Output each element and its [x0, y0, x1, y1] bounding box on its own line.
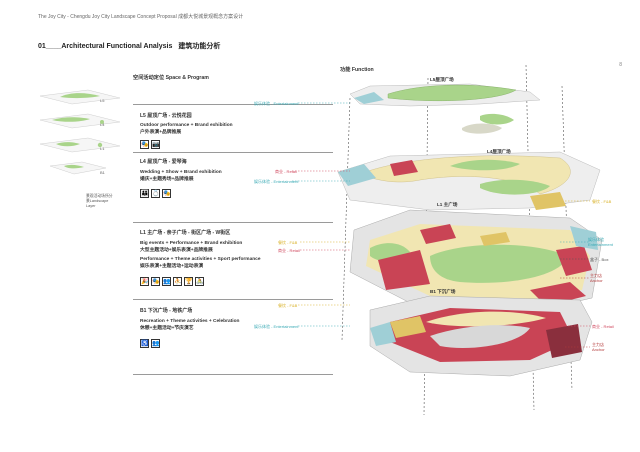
divider	[133, 222, 333, 223]
mini-level-l1	[39, 137, 121, 153]
label-b1-anchor: 主力店 Anchor	[592, 342, 605, 352]
level-title: L5 屋顶广场 - 云悦花园	[140, 113, 192, 119]
crowd-icon: 👥	[151, 339, 160, 348]
crowd-icon: 👥	[162, 277, 171, 286]
level-block-l1: L1 主广场 - 亲子广场 - 街区广场 - W街区 Big events + …	[140, 229, 261, 286]
level-line: Performance + Theme activities + Sport p…	[140, 257, 261, 262]
level-block-l5: L5 屋顶广场 - 云悦花园 Outdoor performance + Bra…	[140, 112, 233, 149]
label-l4-entertainment: 娱乐体验 - Entertainment	[254, 179, 299, 184]
performance-icon: 🎭	[151, 277, 160, 286]
mini-label-l1: L1	[100, 146, 105, 151]
label-l4-retail: 商业 - Retail	[275, 169, 297, 174]
page-number: 8	[619, 62, 622, 68]
level-line: 户外表演+品牌推展	[140, 129, 182, 135]
level-line: Outdoor performance + Brand exhibition	[140, 123, 233, 128]
section-title: 01____Architectural Functional Analysis 建…	[38, 41, 226, 51]
mini-legend: 景观活动场所分 景Landscape Layer	[86, 194, 113, 208]
divider	[133, 299, 333, 300]
floor-b1	[369, 295, 593, 377]
axonometric-diagram	[337, 64, 603, 416]
family-icon: 👪	[140, 189, 149, 198]
icon-row: 🎭 📷	[140, 140, 233, 149]
mini-stack-diagram	[39, 89, 121, 175]
divider	[133, 104, 333, 105]
divider	[133, 152, 333, 153]
level-title: L1 主广场 - 亲子广场 - 街区广场 - W街区	[140, 230, 231, 236]
function-heading: 功能 Function	[340, 67, 374, 73]
level-line: Big events + Performance + Brand exhibit…	[140, 241, 243, 246]
accessibility-icon: ♿	[140, 339, 149, 348]
icon-row: ♿ 👥	[140, 339, 239, 348]
performance-icon: 🎭	[140, 140, 149, 149]
floor-label-l1: L1 主广场	[437, 202, 458, 207]
label-b1-retail: 商业 - Retail	[592, 324, 614, 329]
level-block-b1: B1 下沉广场 - 地铁广场 Recreation + Theme activi…	[140, 307, 239, 348]
level-title: B1 下沉广场 - 地铁广场	[140, 308, 193, 314]
label-l1-retail: 商业 - Retail	[278, 248, 300, 253]
sport-icon: ⛹	[173, 277, 182, 286]
label-l4-fnb: 餐饮 - F&B	[592, 199, 612, 204]
level-block-l4: L4 屋顶广场 - 爱琴海 Wedding + Show + Brand exh…	[140, 158, 222, 198]
label-l1-entertainment: 娱乐体验 Entertainment	[588, 237, 613, 247]
floor-l4	[337, 151, 601, 211]
floor-label-l5: L5屋顶广场	[430, 77, 454, 82]
mini-label-b1: B1	[100, 170, 105, 175]
section-title-cn: 建筑功能分析	[178, 43, 221, 50]
level-line: Wedding + Show + Brand exhibition	[140, 170, 222, 175]
mini-level-b1	[49, 161, 107, 175]
floor-label-b1: B1 下沉广场	[430, 289, 456, 294]
label-b1-fnb: 餐饮 - F&B	[278, 303, 298, 308]
label-l5-entertainment: 娱乐体验 - Entertainment	[254, 101, 299, 106]
level-line: 婚庆+主题秀场+品牌推展	[140, 176, 194, 182]
floor-label-l4: L4屋顶广场	[487, 149, 511, 154]
section-number: 01____Architectural Functional Analysis	[38, 43, 173, 50]
show-icon: 🎭	[162, 189, 171, 198]
bike-icon: 🚴	[195, 277, 204, 286]
label-l1-anchor: 主力店 Anchor	[590, 273, 603, 283]
floor-l1	[349, 209, 603, 313]
level-line: Recreation + Theme activities + Celebrat…	[140, 319, 240, 324]
header-title: The Joy City - Chengdu Joy City Landscap…	[38, 14, 244, 20]
level-line: 娱乐表演+主题活动+运动表演	[140, 263, 204, 269]
camera-icon: 📷	[151, 140, 160, 149]
mini-level-l5	[39, 89, 121, 105]
trophy-icon: 🏆	[184, 277, 193, 286]
level-line: 休憩+主题活动+节庆演艺	[140, 325, 194, 331]
level-title: L4 屋顶广场 - 爱琴海	[140, 159, 187, 165]
divider	[133, 374, 333, 375]
label-l1-box: 盒子 - Box	[590, 257, 609, 262]
label-l1-fnb: 餐饮 - F&B	[278, 240, 298, 245]
event-icon: 🎉	[140, 277, 149, 286]
icon-row: 👪 💍 🎭	[140, 189, 222, 198]
level-line: 大型主题活动+娱乐表演+品牌推展	[140, 247, 213, 253]
space-program-heading: 空间活动定位 Space & Program	[133, 75, 209, 81]
wedding-icon: 💍	[151, 189, 160, 198]
floor-l5	[349, 83, 541, 134]
mini-level-l4	[39, 113, 121, 129]
label-b1-entertainment: 娱乐体验 - Entertainment	[254, 324, 299, 329]
icon-row: 🎉 🎭 👥 ⛹ 🏆 🚴	[140, 277, 261, 286]
mini-label-l4: L4	[100, 122, 105, 127]
mini-label-l5: L5	[100, 98, 105, 103]
